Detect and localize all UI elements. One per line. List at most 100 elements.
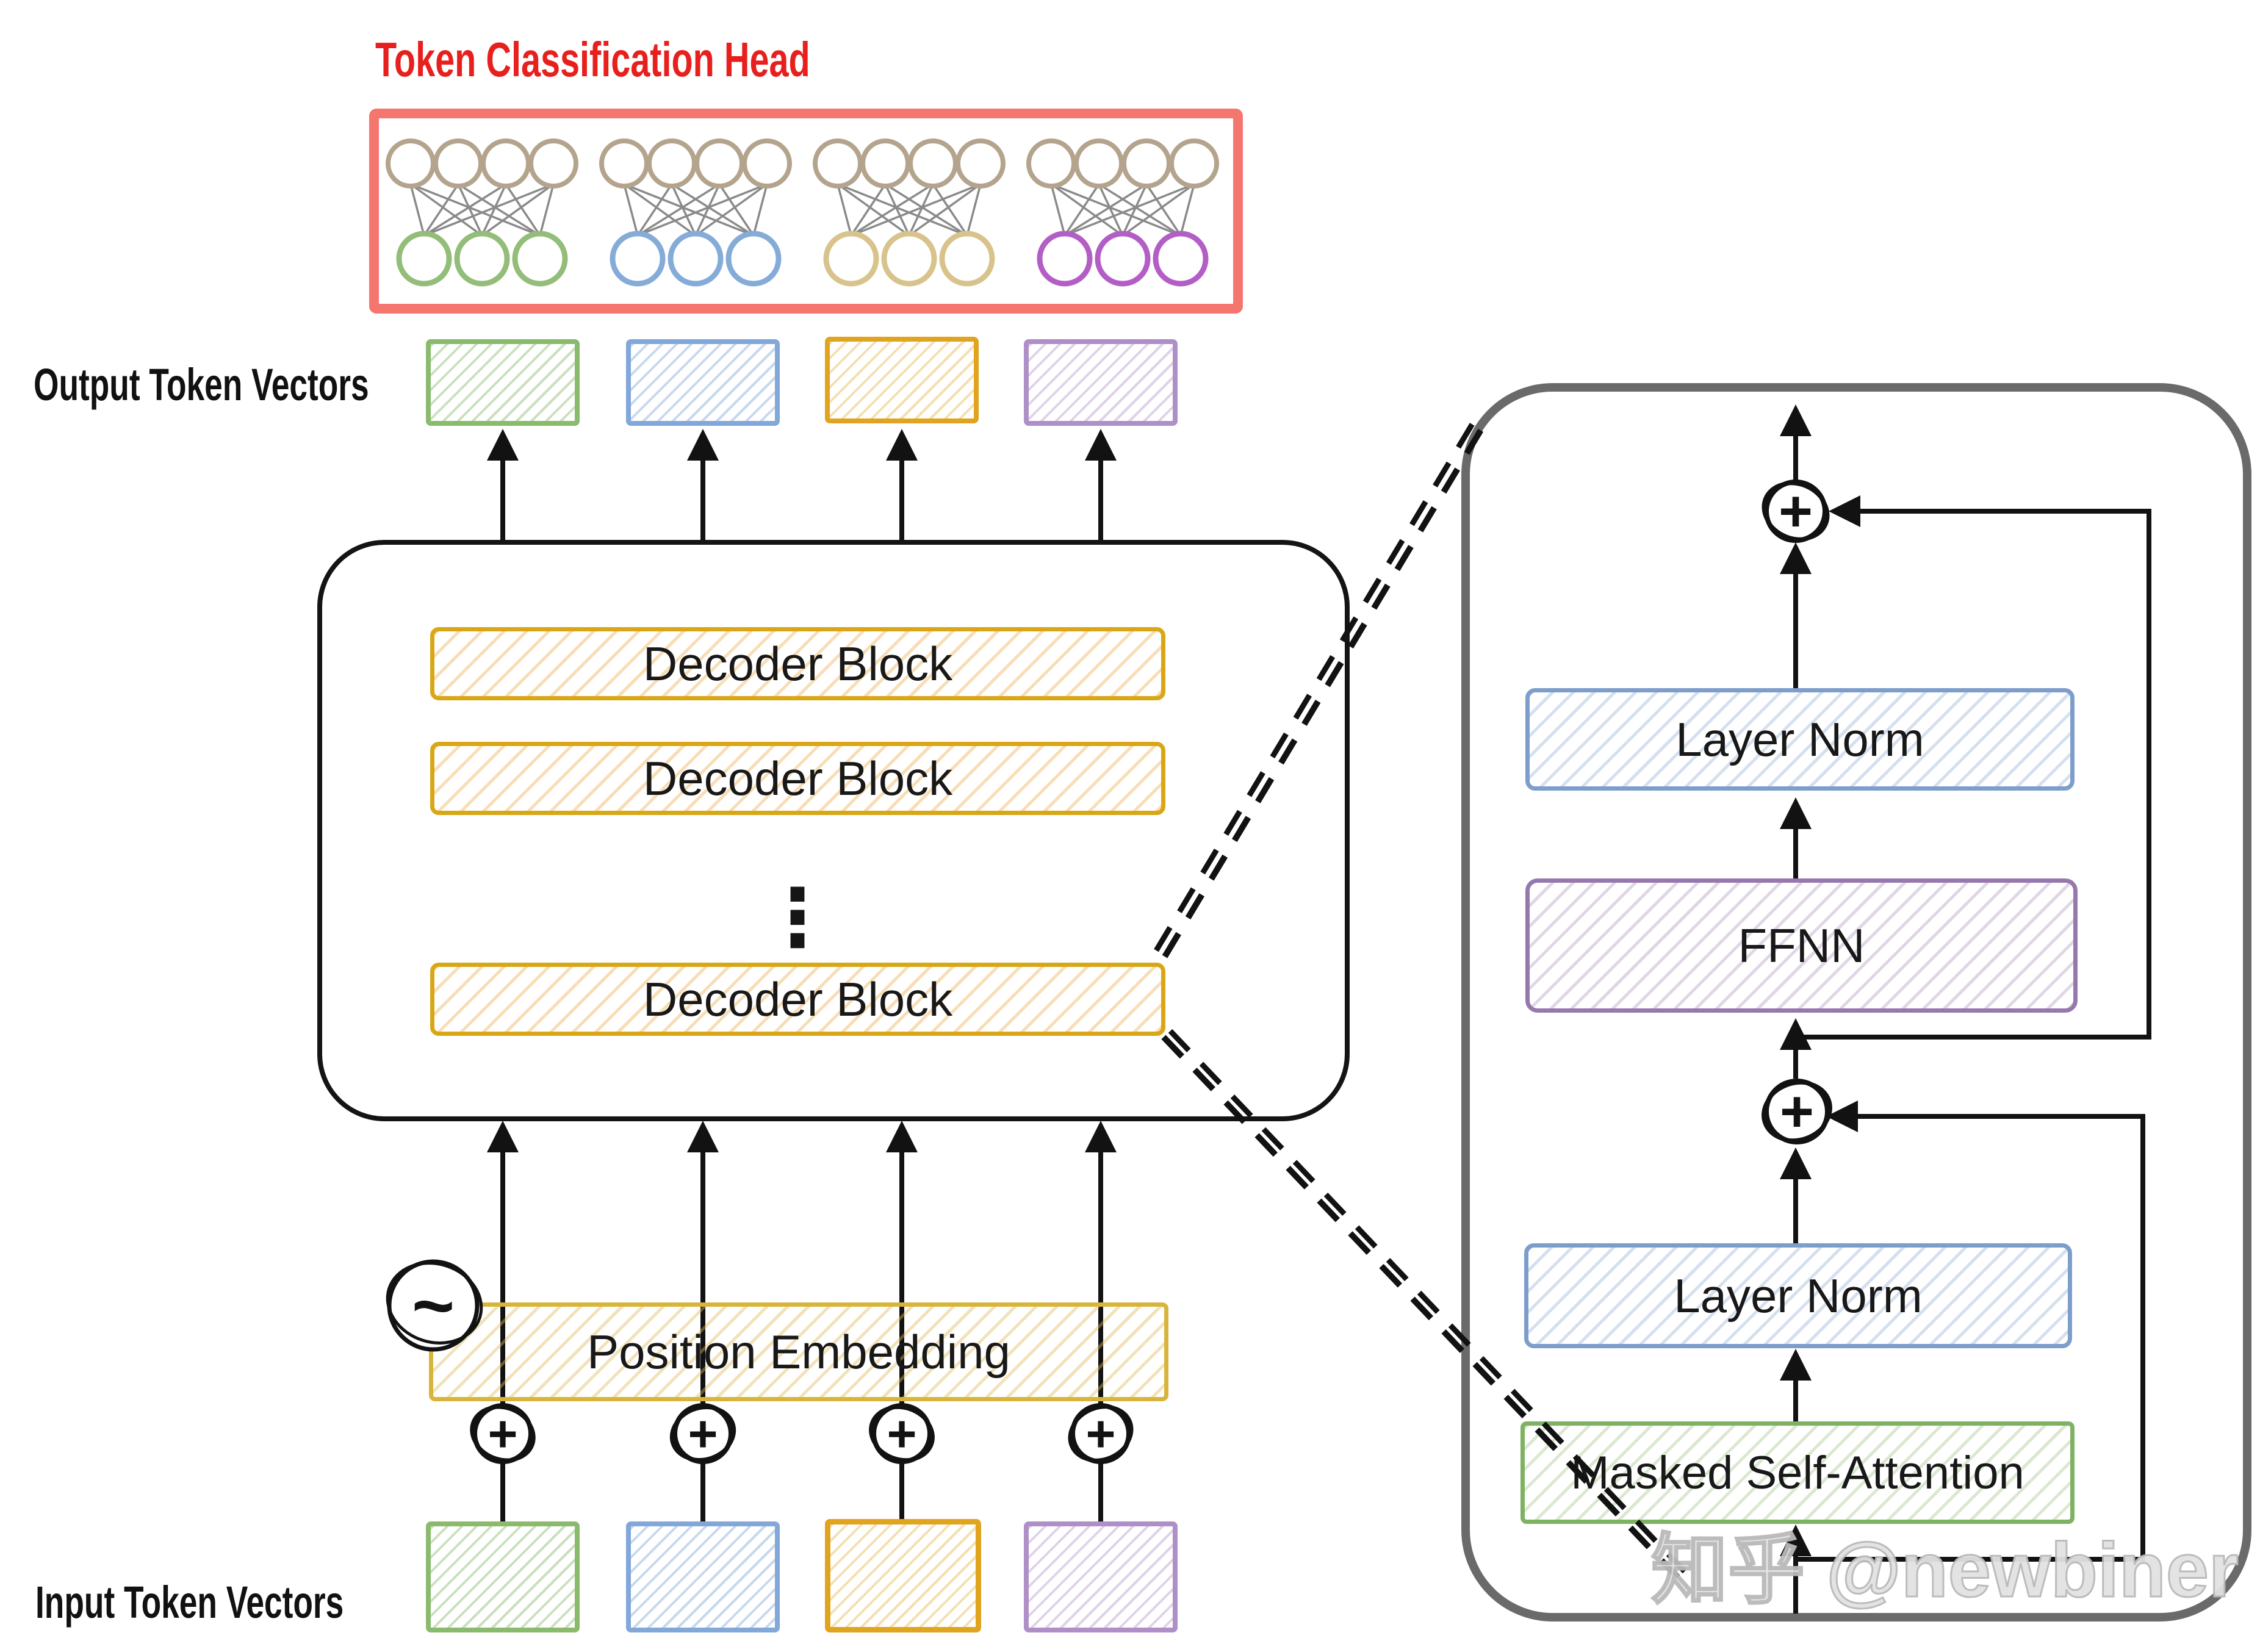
head-wire	[1051, 183, 1181, 237]
decoder-block-1: Decoder Block	[430, 627, 1165, 700]
head-wire	[884, 184, 910, 236]
head-input-node	[1074, 138, 1124, 189]
output-token-vector-purple	[1024, 339, 1178, 426]
head-input-node	[908, 138, 958, 189]
head-wire	[908, 184, 934, 236]
output-token-vectors-label: Output Token Vectors	[34, 359, 369, 410]
head-input-node	[1169, 138, 1219, 189]
ffnn-box: FFNN	[1525, 878, 2078, 1013]
classification-head-networks	[386, 138, 1219, 287]
plus-sign: +	[488, 1405, 517, 1462]
head-input-node	[813, 138, 863, 189]
input-token-vector-purple	[1024, 1521, 1178, 1632]
head-input-node	[599, 138, 649, 189]
head-wire	[1121, 183, 1195, 237]
head-class-node	[1037, 231, 1093, 287]
plus-sign: +	[688, 1405, 718, 1462]
head-class-node	[668, 231, 724, 287]
head-class-node	[1095, 231, 1151, 287]
residual-ffnn	[1796, 495, 2151, 1040]
head-wire	[409, 183, 483, 237]
head-input-node	[1026, 138, 1076, 189]
input-token-vectors-label: Input Token Vectors	[35, 1577, 344, 1628]
add-circle-sketch	[669, 1405, 736, 1462]
head-input-node	[742, 138, 792, 189]
layer-norm-bottom-box: Layer Norm	[1524, 1243, 2072, 1348]
zoom-dashed-line-top	[1162, 419, 1489, 958]
head-class-node	[396, 231, 452, 287]
plus-sign: +	[1085, 1405, 1115, 1462]
head-class-node	[725, 231, 782, 287]
head-wire	[837, 183, 910, 237]
head-wire	[623, 183, 697, 237]
head-wire	[624, 183, 754, 237]
head-wire	[636, 184, 673, 236]
head-wire	[694, 183, 768, 237]
head-class-node	[881, 231, 937, 287]
head-wire	[837, 184, 852, 236]
head-class-node	[610, 231, 666, 287]
decoder-stack-box	[317, 540, 1350, 1121]
head-input-node	[386, 138, 436, 189]
head-wire	[410, 183, 541, 237]
add-circle-sketch	[1762, 1080, 1832, 1143]
head-wire	[458, 183, 541, 237]
head-wire	[409, 184, 425, 236]
output-token-vector-yellow	[825, 337, 979, 423]
head-wire	[539, 184, 555, 236]
head-class-node	[454, 231, 510, 287]
head-wire	[1064, 183, 1195, 237]
head-wire	[1064, 183, 1147, 237]
watermark: 知乎 @newbiner	[1650, 1526, 2240, 1614]
head-wire	[671, 184, 697, 236]
head-input-node	[433, 138, 483, 189]
head-wire	[932, 184, 968, 236]
head-mlp-sketch-blue	[599, 138, 792, 287]
tilde-sign: ~	[412, 1265, 455, 1346]
head-input-node	[694, 138, 744, 189]
head-wire	[481, 183, 555, 237]
head-class-node	[1153, 231, 1209, 287]
add-node-token-2: +	[669, 1403, 736, 1464]
input-token-vector-yellow	[825, 1519, 981, 1632]
head-wire	[423, 183, 554, 237]
add-circle-sketch	[1762, 481, 1830, 541]
head-input-node	[1121, 138, 1171, 189]
plus-sign: +	[1779, 479, 1813, 544]
zoom-dashed-line-top-2	[1154, 413, 1480, 952]
input-token-vector-blue	[626, 1521, 780, 1632]
head-wire	[481, 184, 507, 236]
head-wire	[1050, 184, 1066, 236]
add-circle-sketch	[1068, 1405, 1134, 1462]
head-input-node	[860, 138, 910, 189]
head-wire	[1063, 184, 1100, 236]
head-wire	[908, 183, 982, 237]
head-wire	[1098, 184, 1124, 236]
head-mlp-sketch-purple	[1026, 138, 1219, 287]
head-input-node	[528, 138, 578, 189]
head-wire	[752, 184, 768, 236]
add-node-token-1: +	[470, 1403, 536, 1464]
decoder-block-2: Decoder Block	[430, 742, 1165, 815]
head-wire	[637, 183, 720, 237]
add-node-top: +	[1762, 479, 1830, 544]
plus-sign: +	[1780, 1079, 1814, 1144]
decoder-stack-ellipsis: ⋮	[758, 873, 837, 962]
head-wire	[850, 184, 887, 236]
head-wire	[505, 184, 541, 236]
add-circle-sketch	[470, 1405, 536, 1462]
residual-msa	[1796, 1101, 2145, 1562]
head-wire	[623, 184, 639, 236]
head-mlp-sketch-yellow	[813, 138, 1006, 287]
zoom-dashed-line-bottom-2	[1168, 1029, 1687, 1574]
head-wire	[718, 184, 755, 236]
head-wire	[885, 183, 968, 237]
head-wire	[1050, 183, 1124, 237]
head-wire	[694, 184, 721, 236]
add-node-middle: +	[1762, 1079, 1832, 1144]
decoder-block-detail-panel	[1461, 383, 2251, 1621]
zoom-dashed-line-bottom	[1161, 1035, 1680, 1580]
add-node-token-4: +	[1068, 1403, 1134, 1464]
head-wire	[457, 184, 483, 236]
